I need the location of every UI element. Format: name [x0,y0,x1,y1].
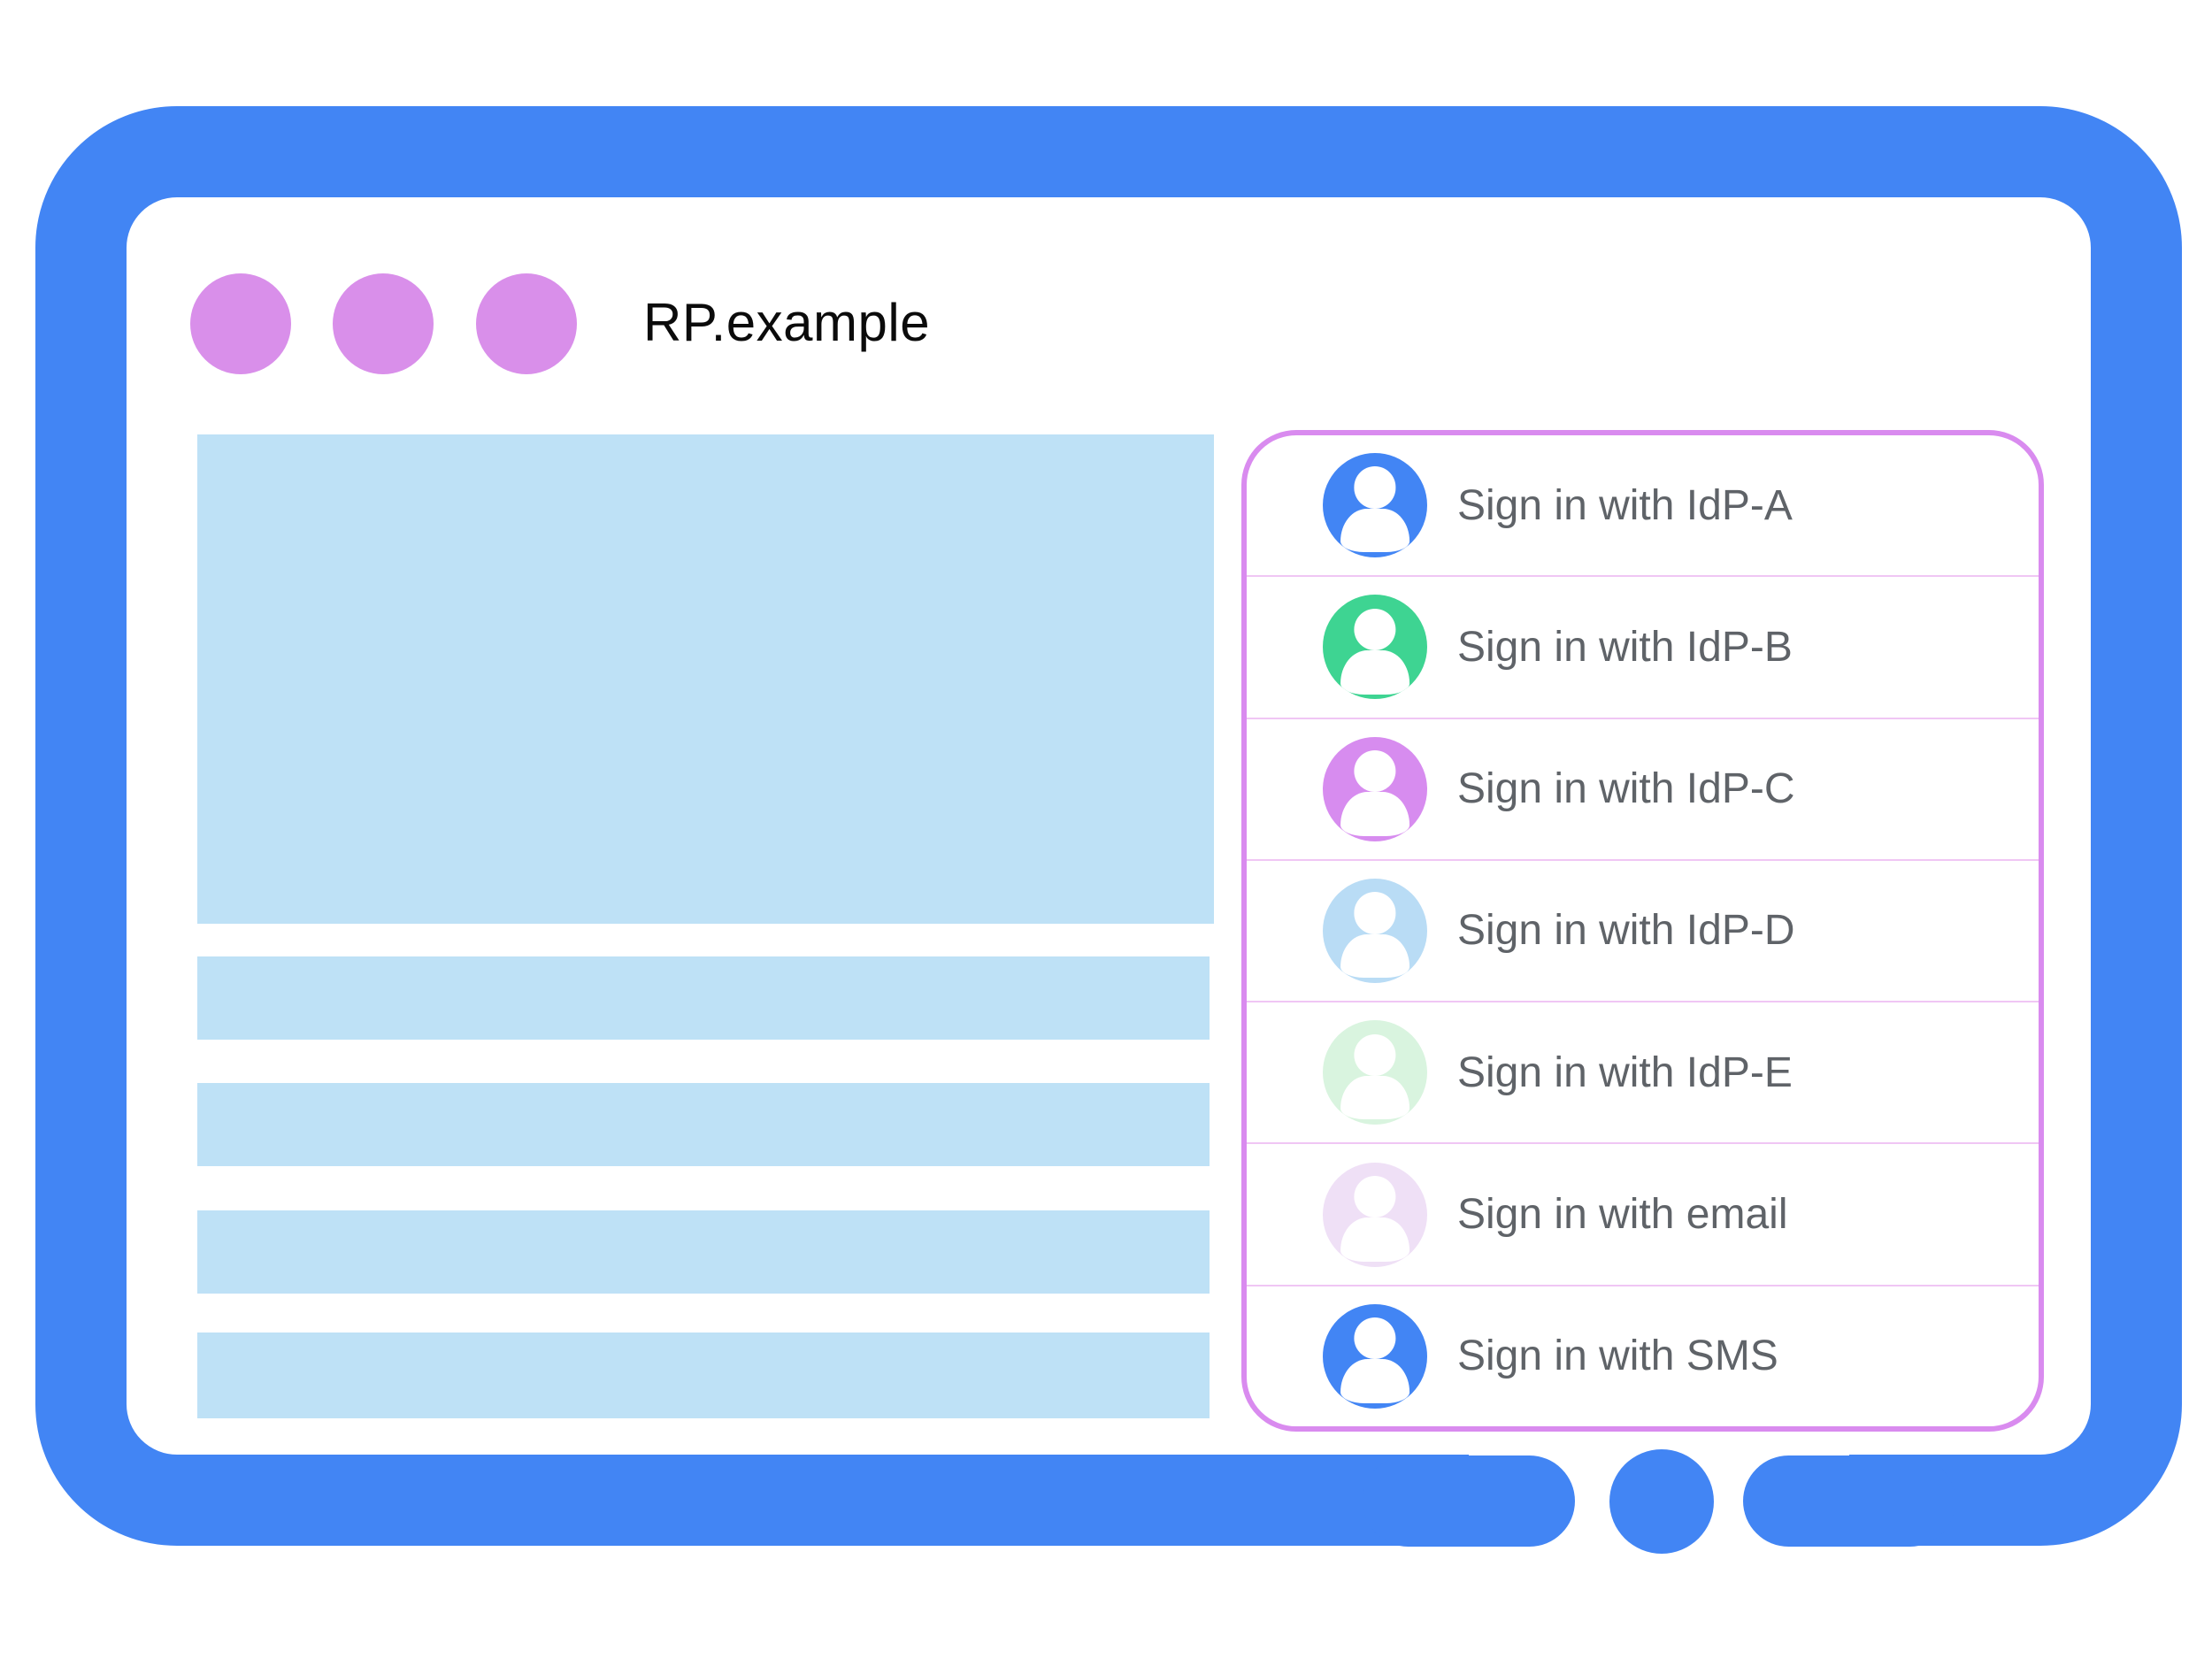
account-circle-icon [1323,1162,1427,1267]
signin-option-label: Sign in with IdP-A [1457,481,1793,529]
home-button [1609,1449,1714,1554]
account-circle-icon [1323,1020,1427,1125]
avatar-head [1354,750,1396,793]
signin-option-label: Sign in with IdP-E [1457,1048,1793,1096]
signin-option[interactable]: Sign in with IdP-C [1247,719,2039,861]
account-circle-icon [1323,878,1427,983]
content-placeholder-hero [197,434,1214,924]
window-control-dot [476,273,577,374]
avatar-torso [1340,649,1409,695]
account-circle-icon [1323,1303,1427,1409]
content-placeholder-line [197,1083,1210,1166]
avatar-torso [1340,792,1409,836]
signin-option[interactable]: Sign in with email [1247,1144,2039,1286]
content-placeholder-line [197,956,1210,1040]
signin-option[interactable]: Sign in with IdP-D [1247,861,2039,1003]
avatar-torso [1340,1359,1409,1403]
signin-option-label: Sign in with IdP-C [1457,765,1795,813]
avatar-torso [1340,933,1409,979]
content-placeholder-line [197,1333,1210,1418]
content-placeholder-line [197,1210,1210,1294]
account-circle-icon [1323,736,1427,841]
avatar-torso [1340,508,1409,553]
signin-option-label: Sign in with IdP-B [1457,623,1793,671]
avatar-head [1354,1317,1396,1360]
bezel-bar-right [1743,1455,1955,1547]
avatar-head [1354,892,1396,934]
account-circle-icon [1323,595,1427,700]
avatar-head [1354,1033,1396,1076]
signin-option[interactable]: Sign in with SMS [1247,1286,2039,1426]
signin-option[interactable]: Sign in with IdP-B [1247,577,2039,719]
signin-option[interactable]: Sign in with IdP-A [1247,435,2039,578]
signin-option-label: Sign in with email [1457,1191,1788,1239]
avatar-head [1354,608,1396,650]
bezel-bar-left [1363,1455,1575,1547]
avatar-head [1354,466,1396,509]
avatar-torso [1340,1217,1409,1262]
avatar-torso [1340,1075,1409,1120]
signin-option[interactable]: Sign in with IdP-E [1247,1002,2039,1145]
avatar-head [1354,1175,1396,1218]
signin-chooser-panel: Sign in with IdP-A Sign in with IdP-B Si… [1241,430,2044,1432]
window-control-dot [190,273,291,374]
window-control-dot [333,273,434,374]
signin-option-label: Sign in with IdP-D [1457,907,1795,955]
site-title: RP.example [643,293,931,353]
signin-option-label: Sign in with SMS [1457,1333,1778,1380]
account-circle-icon [1323,453,1427,558]
